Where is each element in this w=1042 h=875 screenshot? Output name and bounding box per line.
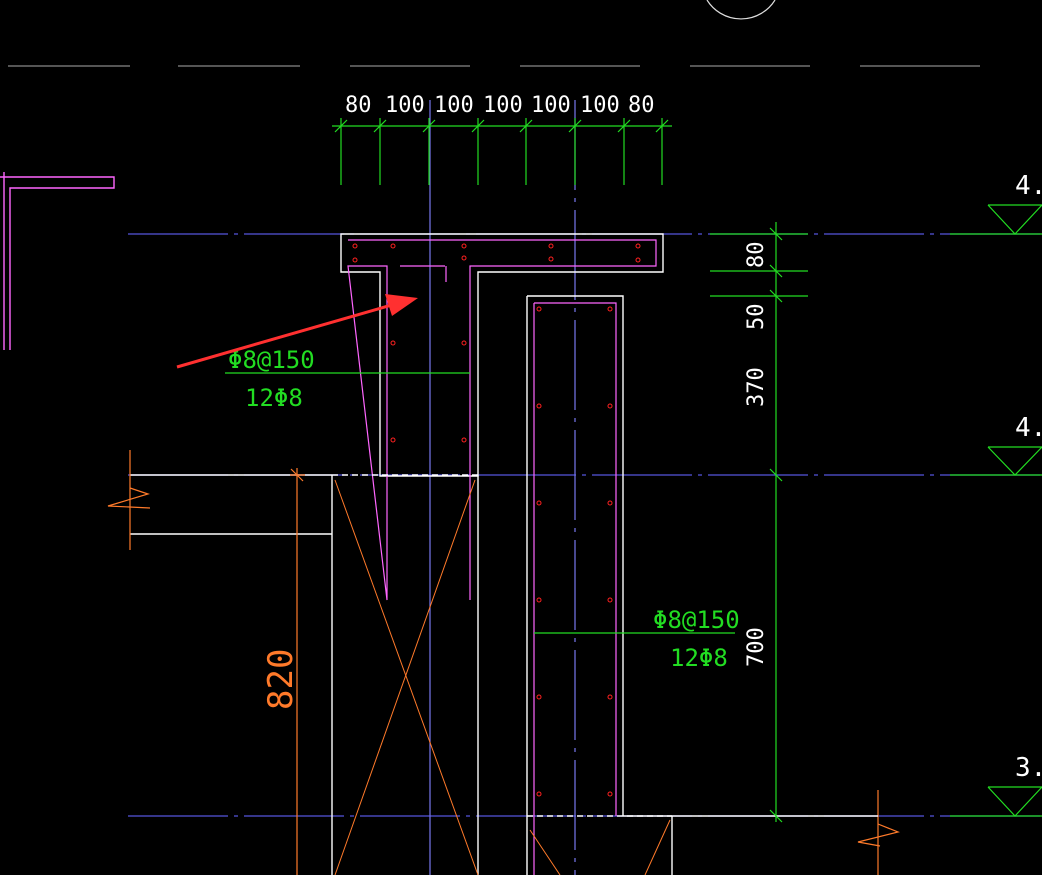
lower-label-bars: 12Φ8	[670, 644, 728, 672]
right-dim-50: 50	[744, 304, 769, 331]
right-floor-slab	[527, 815, 878, 875]
left-dim-label: 820	[261, 649, 301, 710]
right-dimension-chain	[710, 222, 808, 823]
grid-bubble-fragment	[706, 0, 776, 20]
column-outline	[526, 295, 624, 875]
opening-hatch	[334, 479, 671, 875]
vertical-axis-lines	[429, 100, 576, 875]
top-dimension-chain	[332, 118, 672, 185]
upper-label-bars: 12Φ8	[245, 384, 303, 412]
right-dim-370: 370	[744, 367, 769, 407]
top-dim-4: 100	[483, 93, 523, 118]
rebar-label-leaders	[225, 372, 735, 634]
break-marks	[107, 450, 900, 875]
svg-text:4.1: 4.1	[1015, 413, 1042, 443]
left-slab-stub	[0, 172, 115, 350]
level-marker-3.6: 3.6	[950, 753, 1042, 817]
left-dimension-820	[290, 468, 305, 875]
top-dim-6: 100	[580, 93, 620, 118]
annotation-arrow	[176, 294, 418, 369]
rebar-dots	[352, 243, 641, 797]
t-beam-outline	[340, 233, 664, 477]
svg-text:3.6: 3.6	[1015, 753, 1042, 783]
level-marker-4.1: 4.1	[950, 413, 1042, 476]
top-dim-7: 80	[628, 93, 655, 118]
t-beam-rebar-cage	[347, 239, 657, 601]
right-dim-80: 80	[744, 242, 769, 269]
top-dim-5: 100	[531, 93, 571, 118]
top-dim-1: 80	[345, 93, 372, 118]
lower-label-spacing: Φ8@150	[653, 606, 740, 634]
right-dim-700: 700	[744, 627, 769, 667]
horizontal-axis-lines	[128, 233, 1042, 817]
top-dim-2: 100	[385, 93, 425, 118]
upper-label-spacing: Φ8@150	[228, 346, 315, 374]
level-marker-4.8: 4.8	[950, 171, 1042, 235]
svg-text:4.8: 4.8	[1015, 171, 1042, 201]
left-floor-slab	[130, 474, 479, 875]
column-rebar-cage	[533, 302, 617, 875]
top-dim-3: 100	[434, 93, 474, 118]
